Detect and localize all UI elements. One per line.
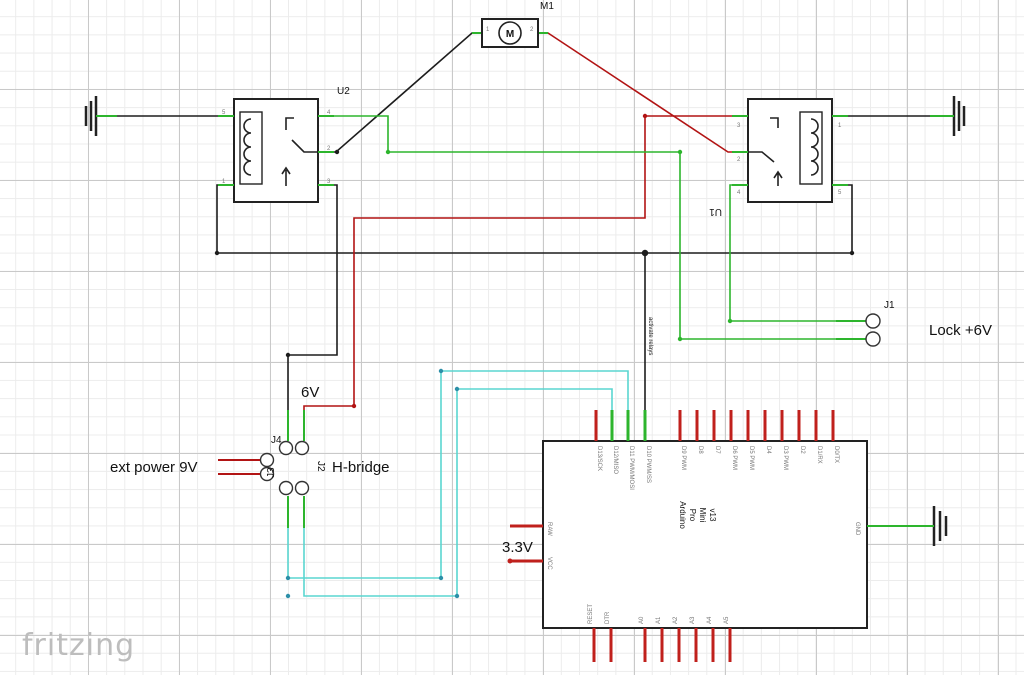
- j2-pin-1[interactable]: [278, 480, 294, 496]
- arduino-pin-label-a2: A2: [673, 616, 679, 624]
- relay-u1-ref: U1: [709, 206, 722, 217]
- j2-ref: J2: [315, 461, 326, 472]
- arduino-pin-label-d10-pwm-ss: D10 PWM/SS: [645, 446, 651, 483]
- relay-u2-coil: [239, 111, 263, 185]
- arduino-pin-label-d5-pwm: D5 PWM: [748, 446, 754, 470]
- arduino-name-line1: Arduino: [678, 501, 687, 529]
- ground-icon-arduino: [932, 506, 948, 546]
- j1-pin-2[interactable]: [865, 331, 881, 347]
- wire-lock-relay-left: [326, 115, 866, 340]
- wire-control-b: [303, 388, 613, 597]
- motor-pin1-label: 1: [486, 27, 490, 33]
- arduino-name-line3: Mini: [698, 508, 707, 523]
- coil-icon: [243, 118, 252, 176]
- arduino-pin-label-d12-miso: D12/MISO: [612, 446, 618, 474]
- arduino-name-line2: Pro: [688, 509, 697, 522]
- relay-u2-switch: [281, 117, 318, 186]
- relay-u1-switch: [748, 117, 783, 186]
- coil-icon: [810, 118, 819, 176]
- relay-u2-pin5: 5: [222, 110, 226, 116]
- motor-ref-label: M1: [540, 1, 554, 12]
- relay-u2-pin3: 3: [327, 179, 331, 185]
- ext-power-label: ext power 9V: [110, 459, 198, 476]
- j4-ref: J4: [271, 435, 282, 446]
- net-label-activate-relays: activate relays: [647, 317, 653, 355]
- relay-u2-ref: U2: [337, 86, 350, 97]
- relay-u1-pin3: 3: [737, 123, 741, 129]
- relay-u1-coil: [799, 111, 823, 185]
- ext-power-input: ext power 9V: [110, 459, 260, 476]
- motor-symbol: M: [506, 29, 514, 40]
- j3-ref: J3: [266, 467, 277, 478]
- arduino-body: [542, 440, 868, 629]
- arduino-pin-label-a5: A5: [724, 616, 730, 624]
- arduino-pin-label-a1: A1: [656, 616, 662, 624]
- j4-pin-1[interactable]: [278, 440, 294, 456]
- arduino-pin-label-d13-sck: D13/SCK: [596, 446, 602, 471]
- arduino-pin-label-dtr: DTR: [605, 611, 611, 624]
- arduino-pin-label-d2: D2: [799, 446, 805, 454]
- ground-icon-left: [84, 96, 98, 136]
- arduino-pin-label-vcc: VCC: [546, 557, 552, 570]
- relay-u1-body: [747, 98, 833, 203]
- hbridge-connector[interactable]: J4 J2 J3 H-bridge 6V: [259, 384, 390, 528]
- arduino-top-pins: D13/SCK D12/MISO D11 PWM/MOSI D10 PWM/SS D9 …: [594, 410, 839, 490]
- arduino-pin-label-a4: A4: [707, 616, 713, 624]
- connector-j1[interactable]: J1 Lock +6V: [836, 300, 992, 347]
- ground-icon-right: [952, 96, 966, 136]
- hbridge-label: H-bridge: [332, 459, 390, 476]
- arduino-pin-label-d9-pwm: D9 PWM: [680, 446, 686, 470]
- relay-u2-pin1: 1: [222, 179, 226, 185]
- j2-pin-2[interactable]: [294, 480, 310, 496]
- relay-u1-pin4: 4: [737, 190, 741, 196]
- relay-u2-body: [233, 98, 319, 203]
- arduino-pin-label-raw: RAW: [546, 522, 552, 536]
- arduino-pin-label-gnd: GND: [854, 522, 860, 536]
- relay-u1[interactable]: 3 2 4 1 5 U1: [709, 98, 848, 217]
- arduino-pin-label-d8: D8: [697, 446, 703, 454]
- j4-pin-2[interactable]: [294, 440, 310, 456]
- relay-u1-pin2: 2: [737, 157, 741, 163]
- fritzing-logo: fritzing: [22, 628, 136, 663]
- j1-label: Lock +6V: [929, 322, 992, 339]
- relay-u1-pin1: 1: [838, 123, 842, 129]
- relay-u2[interactable]: 5 4 2 1 3 U2: [218, 86, 350, 203]
- arduino-pin-label-a3: A3: [690, 616, 696, 624]
- arduino-pin-label-d4: D4: [765, 446, 771, 454]
- supply-6v-label: 6V: [301, 384, 319, 401]
- arduino-pin-label-d1-rx: D1/RX: [816, 446, 822, 464]
- arduino-pin-label-d11-pwm-mosi: D11 PWM/MOSI: [628, 446, 634, 490]
- junction-dots: [214, 113, 855, 599]
- relay-u2-pin2: 2: [327, 146, 331, 152]
- j1-ref: J1: [884, 300, 895, 311]
- arduino-bottom-pins: RESET DTR A0 A1 A2 A3 A4 A5: [588, 604, 732, 662]
- wire-motor-pin2: [538, 32, 746, 153]
- vcc-source-dot: [507, 558, 513, 564]
- motor-pin2-label: 2: [530, 27, 534, 33]
- arduino-pin-label-a0: A0: [639, 616, 645, 624]
- arduino-pro-mini[interactable]: D13/SCK D12/MISO D11 PWM/MOSI D10 PWM/SS D9 …: [507, 410, 911, 662]
- j3-pin-1[interactable]: [259, 452, 275, 468]
- motor-m1[interactable]: M 1 2 M1: [472, 1, 554, 48]
- j1-pin-1[interactable]: [865, 313, 881, 329]
- motor-icon: [498, 21, 522, 45]
- arduino-pin-label-d6-pwm: D6 PWM: [731, 446, 737, 470]
- arduino-pin-label-d0-tx: D0/TX: [833, 446, 839, 463]
- arduino-pin-label-d3-pwm: D3 PWM: [782, 446, 788, 470]
- wire-control-a: [287, 370, 629, 579]
- j3-pin-2[interactable]: [259, 466, 275, 482]
- arduino-name-line4: v13: [708, 509, 717, 522]
- relay-u1-pin5: 5: [838, 190, 842, 196]
- relay-u2-pin4: 4: [327, 110, 331, 116]
- wire-hbridge-to-relay-left: [287, 184, 338, 410]
- arduino-pin-label-d7: D7: [714, 446, 720, 454]
- supply-33v-label: 3.3V: [502, 539, 533, 556]
- arduino-pin-label-reset: RESET: [588, 604, 594, 624]
